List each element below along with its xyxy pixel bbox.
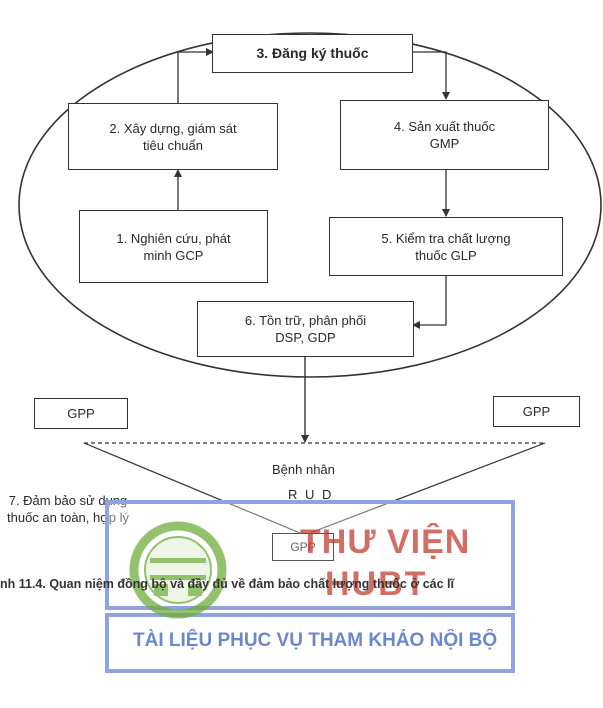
triangle-left-line [83,442,301,534]
node-2-standards: 2. Xây dựng, giám sát tiêu chuẩn [68,103,278,170]
gpp-right-box: GPP [493,396,580,427]
node-4-gmp: 4. Sản xuất thuốc GMP [340,100,549,170]
node-5-glp: 5. Kiểm tra chất lượng thuốc GLP [329,217,563,276]
library-logo [129,521,227,619]
node-3-drug-registration: 3. Đăng ký thuốc [212,34,413,73]
watermark-title-line2: HUBT [325,565,428,603]
arrow-5-to-6 [412,276,447,329]
quality-ellipse [18,32,602,378]
gpp-bottom-box: GPP [272,533,334,561]
patient-label: Bệnh nhân [272,462,335,477]
gpp-left-box: GPP [34,398,128,429]
watermark-title-line1: THƯ VIỆN [300,523,471,561]
arrow-3-to-4 [413,51,450,100]
node-7-safe-use: 7. Đảm bảo sử dụng thuốc an toàn, hợp lý [7,493,129,525]
watermark-subtitle: TÀI LIỆU PHỤC VỤ THAM KHẢO NỘI BỘ [133,630,498,651]
triangle-right-line [309,442,546,534]
rud-label: R U D [288,487,334,502]
watermark-subtitle-frame [105,613,515,673]
arrow-2-to-3 [177,48,214,103]
figure-caption: nh 11.4. Quan niệm đồng bộ và đầy đủ về … [0,577,454,591]
node-1-gcp: 1. Nghiên cứu, phát minh GCP [79,210,268,283]
node-6-gdp: 6. Tồn trữ, phân phối DSP, GDP [197,301,414,357]
